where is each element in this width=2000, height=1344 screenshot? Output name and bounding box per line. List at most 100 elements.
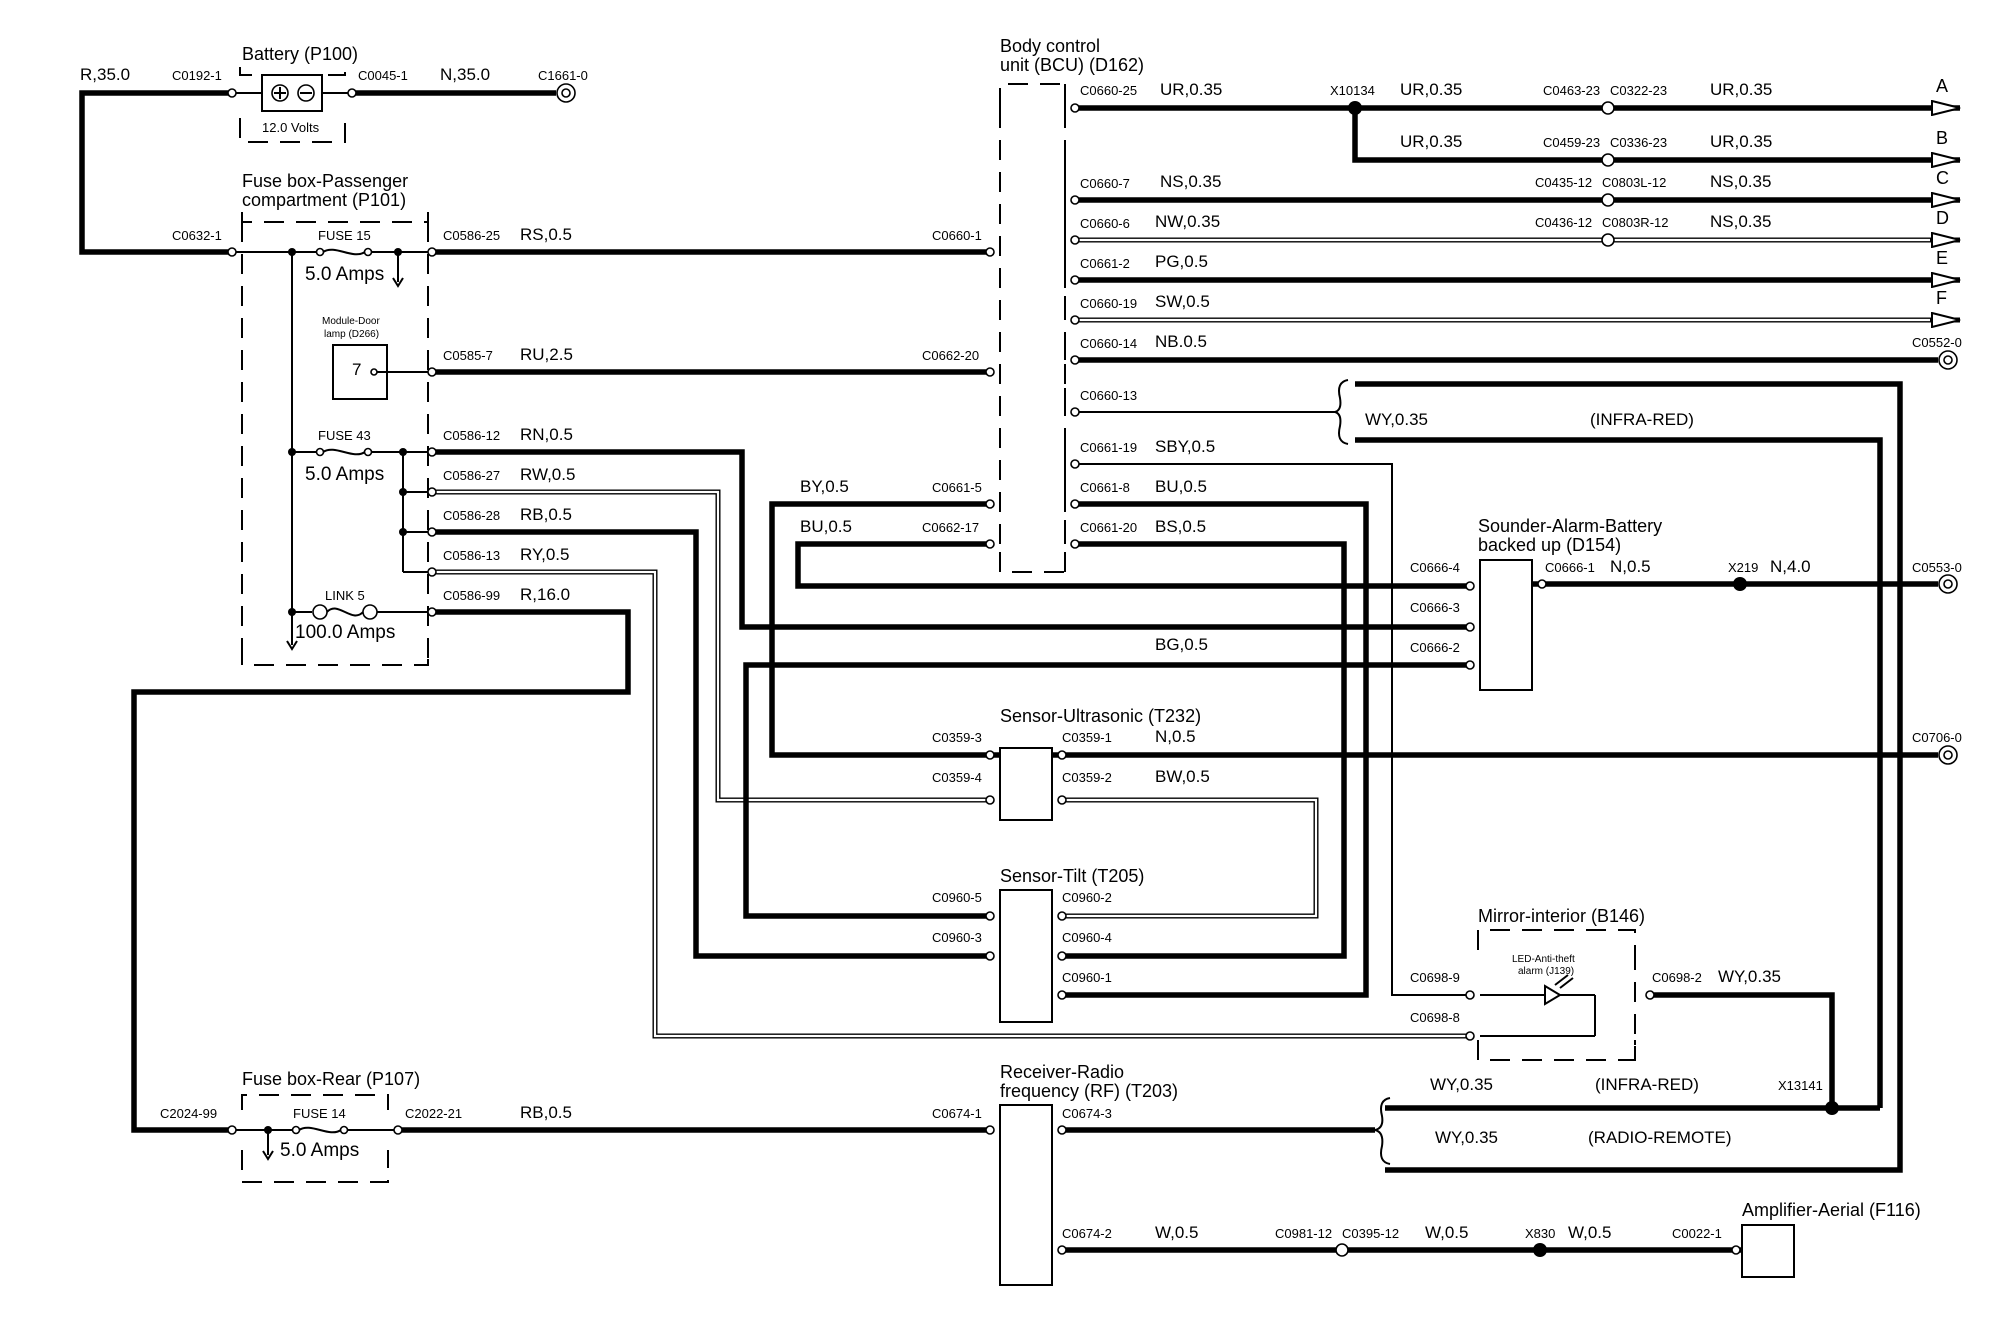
link5-name: LINK 5 [325, 588, 365, 603]
conn-c0586-99: C0586-99 [443, 588, 500, 603]
conn-c0459-23: C0459-23 [1543, 135, 1600, 150]
wire-label-ry05: RY,0.5 [520, 545, 569, 564]
tilt-title: Sensor-Tilt (T205) [1000, 866, 1144, 886]
wire-label-wy035-mirror: WY,0.35 [1718, 967, 1781, 986]
conn-c0586-25: C0586-25 [443, 228, 500, 243]
conn-c0022-1: C0022-1 [1672, 1226, 1722, 1241]
wire-r35 [79, 90, 232, 255]
conn-c0666-4: C0666-4 [1410, 560, 1460, 575]
fusebox-output-labels: C0586-25 RS,0.5 C0585-7 RU,2.5 C0586-12 … [443, 225, 575, 604]
conn-c0960-4: C0960-4 [1062, 930, 1112, 945]
wire-ur035-b [1352, 108, 1960, 160]
fuse14-name: FUSE 14 [293, 1106, 346, 1121]
sensor-ultrasonic-component: Sensor-Ultrasonic (T232) C0359-3 C0359-4… [932, 706, 1962, 821]
wire-label-bw05: BW,0.5 [1155, 767, 1210, 786]
wire-rb05 [432, 529, 990, 959]
ground-c0552-0-icon [1938, 350, 1958, 370]
wire-label-n35: N,35.0 [440, 65, 490, 84]
conn-c0674-2: C0674-2 [1062, 1226, 1112, 1241]
receiver-title-1: Receiver-Radio [1000, 1062, 1124, 1082]
wire-label-ur035-a1: UR,0.35 [1160, 80, 1222, 99]
fuse15-amps: 5.0 Amps [305, 264, 384, 285]
conn-c0586-27: C0586-27 [443, 468, 500, 483]
conn-c0660-1: C0660-1 [932, 228, 982, 243]
conn-c0586-13: C0586-13 [443, 548, 500, 563]
fuse15-name: FUSE 15 [318, 228, 371, 243]
led-label-2: alarm (J139) [1518, 966, 1574, 977]
amplifier-box [1741, 1224, 1795, 1278]
conn-c0660-13: C0660-13 [1080, 388, 1137, 403]
wire-label-bg05: BG,0.5 [1155, 635, 1208, 654]
wire-label-sby05: SBY,0.5 [1155, 437, 1215, 456]
conn-c0336-23: C0336-23 [1610, 135, 1667, 150]
wire-label-bs05: BS,0.5 [1155, 517, 1206, 536]
sensor-tilt-component: Sensor-Tilt (T205) C0960-5 C0960-3 C0960… [932, 866, 1144, 1023]
sounder-title-2: backed up (D154) [1478, 535, 1621, 555]
tilt-box [999, 889, 1053, 1023]
conn-c0698-2: C0698-2 [1652, 970, 1702, 985]
conn-c0662-17: C0662-17 [922, 520, 979, 535]
conn-c0660-6: C0660-6 [1080, 216, 1130, 231]
conn-c0666-3: C0666-3 [1410, 600, 1460, 615]
wire-label-wy035-ir2: WY,0.35 [1430, 1075, 1493, 1094]
wire-label-ru25: RU,2.5 [520, 345, 573, 364]
conn-c0666-1: C0666-1 [1545, 560, 1595, 575]
ultrasonic-box [999, 747, 1053, 821]
battery-component: Battery (P100) 12.0 Volts C0192-1 C0045-… [80, 44, 588, 143]
splice-x830 [1533, 1243, 1547, 1257]
conn-c0395-12: C0395-12 [1342, 1226, 1399, 1241]
conn-c0359-2: C0359-2 [1062, 770, 1112, 785]
wire-wy035-mirror [1650, 992, 1835, 1108]
fuse43-amps: 5.0 Amps [305, 464, 384, 485]
ground-c0553-0-icon [1938, 574, 1958, 594]
conn-c0960-5: C0960-5 [932, 890, 982, 905]
receiver-component: Receiver-Radio frequency (RF) (T203) C06… [932, 1062, 1722, 1286]
conn-c0803l-12: C0803L-12 [1602, 175, 1666, 190]
conn-c0359-4: C0359-4 [932, 770, 982, 785]
receiver-right-labels: WY,0.35 (INFRA-RED) WY,0.35 (RADIO-REMOT… [1430, 1075, 1732, 1147]
led-label-1: LED-Anti-theft [1512, 954, 1575, 965]
conn-c0661-20: C0661-20 [1080, 520, 1137, 535]
wire-label-w05-3: W,0.5 [1568, 1223, 1611, 1242]
sounder-component: Sounder-Alarm-Battery backed up (D154) C… [1155, 516, 1962, 691]
wire-label-w05-1: W,0.5 [1155, 1223, 1198, 1242]
conn-c0436-12: C0436-12 [1535, 215, 1592, 230]
conn-c0586-28: C0586-28 [443, 508, 500, 523]
conn-c2024-99: C2024-99 [160, 1106, 217, 1121]
inline-connector-icons [1601, 101, 1615, 247]
fuse14-amps: 5.0 Amps [280, 1140, 359, 1161]
conn-c0660-19: C0660-19 [1080, 296, 1137, 311]
conn-c0661-8: C0661-8 [1080, 480, 1130, 495]
battery-title: Battery (P100) [242, 44, 358, 64]
wire-label-n05-sounder: N,0.5 [1610, 557, 1651, 576]
wire-label-ns035-c1: NS,0.35 [1160, 172, 1221, 191]
conn-c0661-2: C0661-2 [1080, 256, 1130, 271]
ground-c0706-0-icon [1938, 745, 1958, 765]
wire-label-rs05: RS,0.5 [520, 225, 572, 244]
splice-x830-label: X830 [1525, 1226, 1555, 1241]
conn-c0698-9: C0698-9 [1410, 970, 1460, 985]
conn-c0586-12: C0586-12 [443, 428, 500, 443]
wire-label-n05-us: N,0.5 [1155, 727, 1196, 746]
wire-wy035-ir-top [1355, 381, 1903, 1173]
conn-c0666-2: C0666-2 [1410, 640, 1460, 655]
link5-amps: 100.0 Amps [295, 622, 395, 643]
conn-c0585-7: C0585-7 [443, 348, 493, 363]
wire-label-ns035-c2: NS,0.35 [1710, 172, 1771, 191]
wire-label-ur035-a3: UR,0.35 [1710, 80, 1772, 99]
infrared-label-1: (INFRA-RED) [1590, 410, 1694, 429]
conn-c0463-23: C0463-23 [1543, 83, 1600, 98]
conn-c0661-19: C0661-19 [1080, 440, 1137, 455]
conn-c0698-8: C0698-8 [1410, 1010, 1460, 1025]
conn-c0359-1: C0359-1 [1062, 730, 1112, 745]
splice-x13141-label: X13141 [1778, 1078, 1823, 1093]
conn-c0632-1: C0632-1 [172, 228, 222, 243]
conn-c0674-3: C0674-3 [1062, 1106, 1112, 1121]
fusebox-passenger-title-1: Fuse box-Passenger [242, 171, 408, 191]
brace-infrared-1 [1331, 379, 1349, 445]
wire-bu05-left [795, 541, 1470, 589]
wire-rn05 [432, 449, 1470, 630]
wire-label-pg05: PG,0.5 [1155, 252, 1208, 271]
splice-x10134-label: X10134 [1330, 83, 1375, 98]
